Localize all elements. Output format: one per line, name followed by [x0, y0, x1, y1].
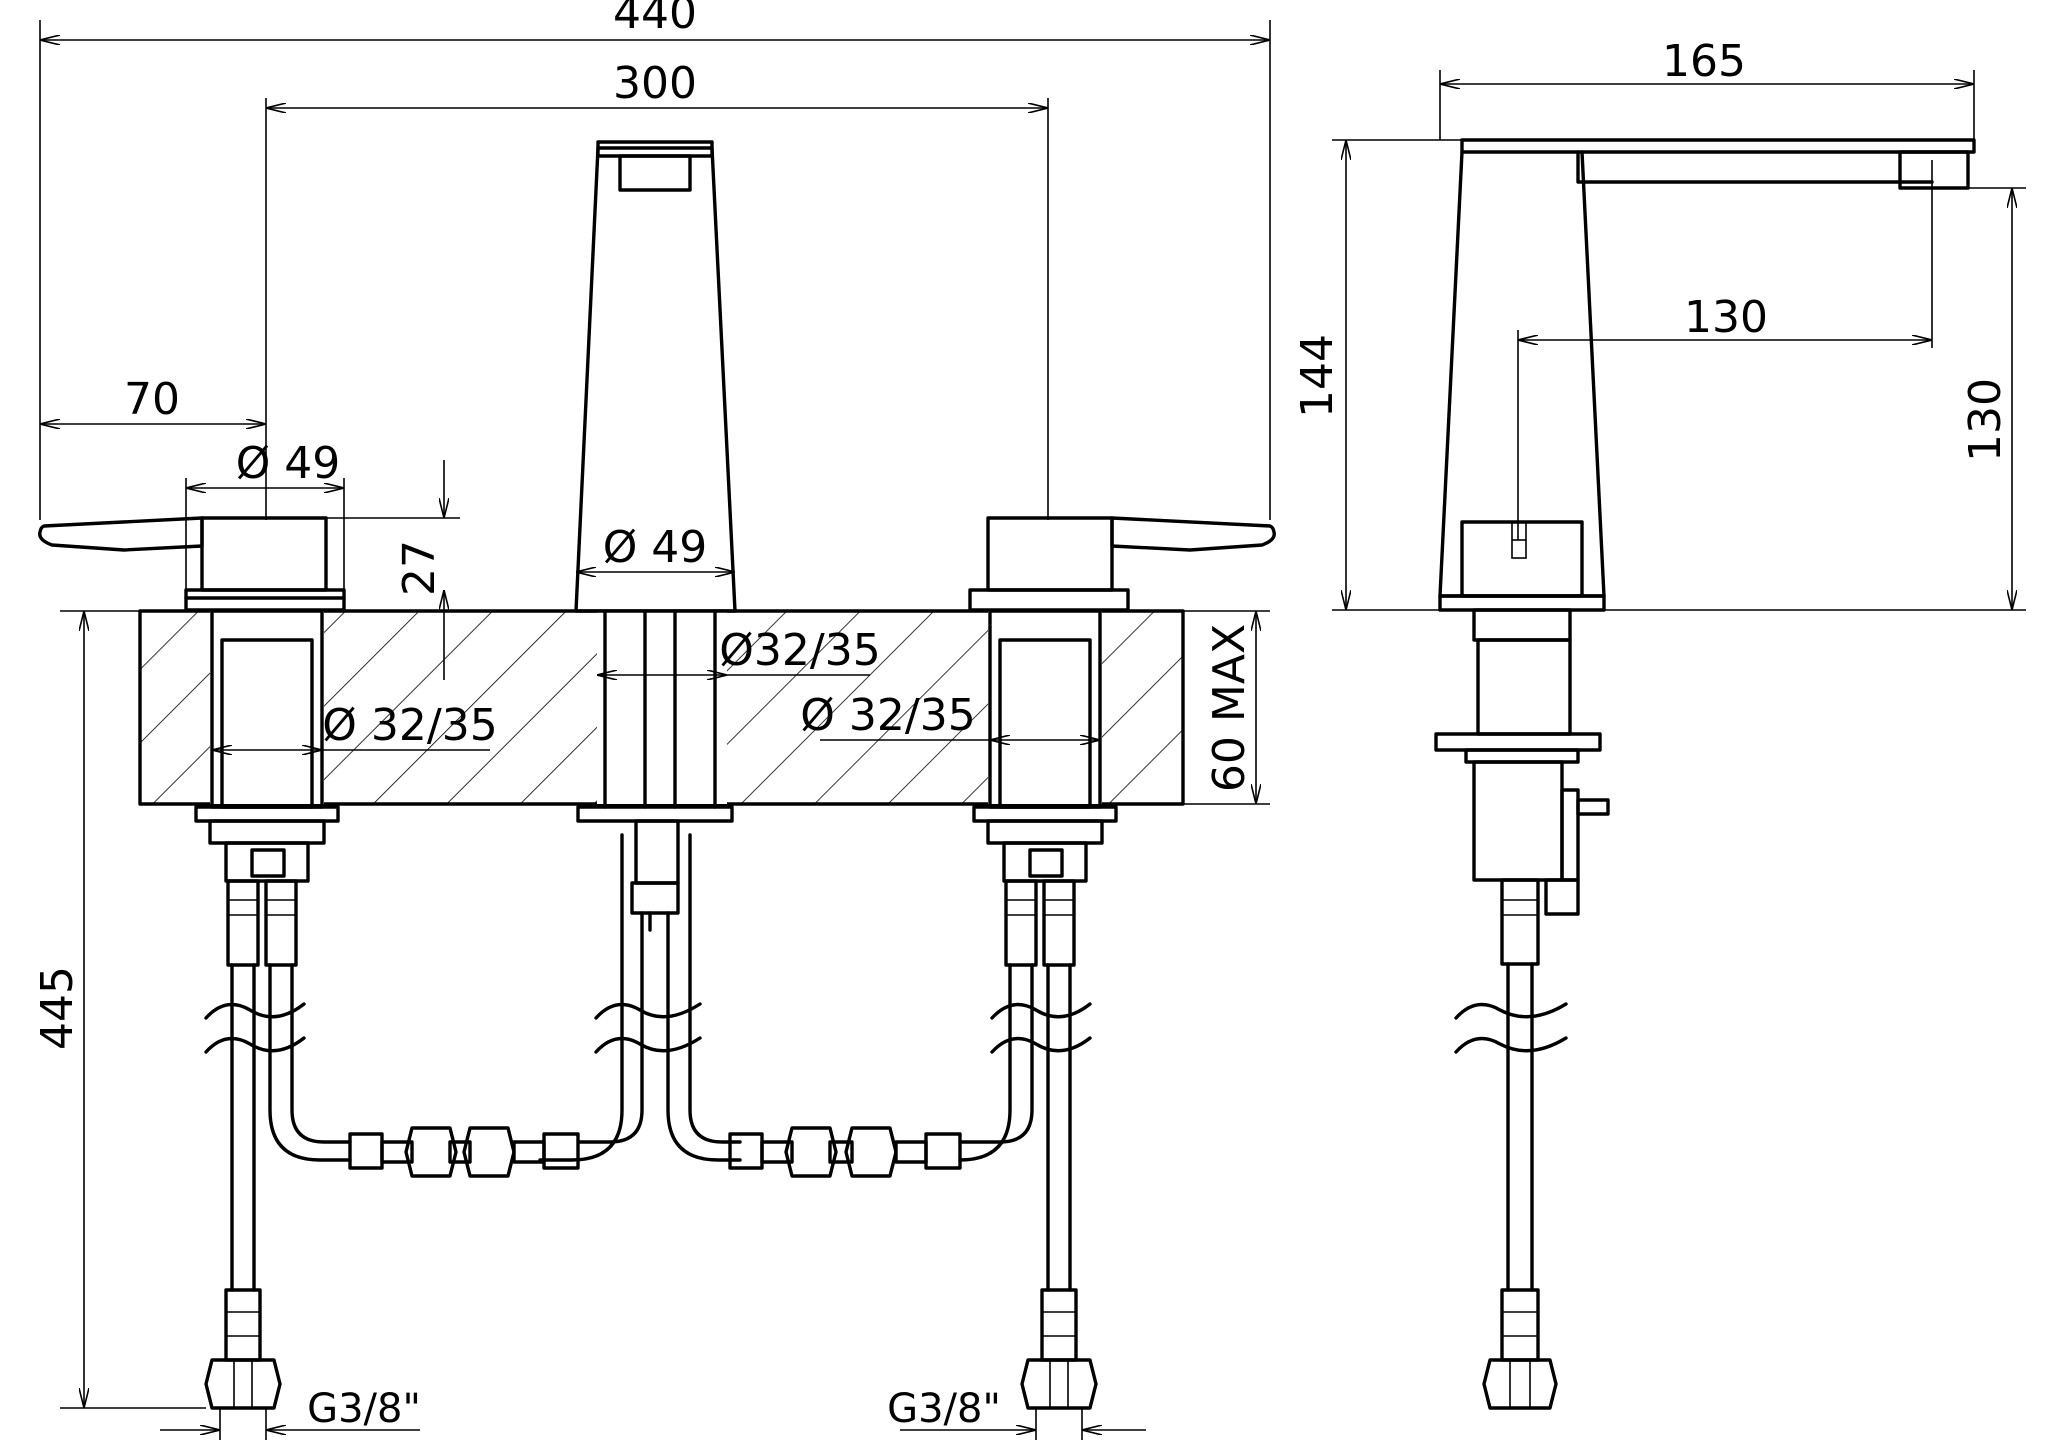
dim-handle-spacing: 300	[613, 58, 697, 109]
side-shank	[1434, 608, 1610, 916]
dim-handle-overhang: 70	[124, 374, 180, 425]
dim-deck-thickness: 60 MAX	[1204, 624, 1255, 792]
left-mounting-nut	[194, 805, 340, 883]
left-coupling	[348, 1126, 580, 1178]
countertop-section	[138, 609, 1185, 806]
side-view: 165 144 130 130	[1292, 36, 2026, 1410]
dim-hose-length: 445	[32, 966, 83, 1050]
center-shank	[603, 609, 717, 809]
center-hoses	[538, 833, 742, 1162]
dim-spout-outlet-height: 130	[1960, 378, 2011, 462]
center-mounting-nut	[576, 805, 734, 915]
left-hoses	[204, 879, 352, 1410]
right-hoses	[958, 879, 1098, 1410]
dim-right-connection: G3/8"	[887, 1386, 1001, 1432]
dim-handle-diameter: Ø 49	[236, 438, 341, 489]
spout-body	[574, 140, 737, 613]
left-handle	[38, 516, 346, 612]
front-dimension-lines	[39, 20, 1271, 1440]
dim-right-hole: Ø 32/35	[800, 690, 975, 741]
side-spout-body	[1438, 138, 1976, 612]
dim-left-hole: Ø 32/35	[322, 700, 497, 751]
dim-left-connection: G3/8"	[307, 1386, 421, 1432]
side-hose	[1454, 878, 1568, 1410]
dim-body-height: 144	[1292, 334, 1343, 418]
dim-aerator-offset: 130	[1684, 292, 1768, 343]
dim-overall-width: 440	[613, 0, 697, 39]
front-view: 440 300 70 Ø 49 27 Ø 49 Ø 32/35 Ø32/35 Ø…	[32, 0, 1276, 1440]
right-coupling	[728, 1126, 962, 1178]
dim-handle-height: 27	[394, 540, 445, 596]
dim-center-hole: Ø32/35	[719, 625, 880, 676]
side-dimension-lines	[1332, 70, 2026, 611]
right-mounting-nut	[972, 805, 1118, 883]
dim-spout-reach: 165	[1662, 36, 1746, 87]
right-handle	[968, 516, 1276, 612]
dim-spout-diameter: Ø 49	[603, 522, 708, 573]
